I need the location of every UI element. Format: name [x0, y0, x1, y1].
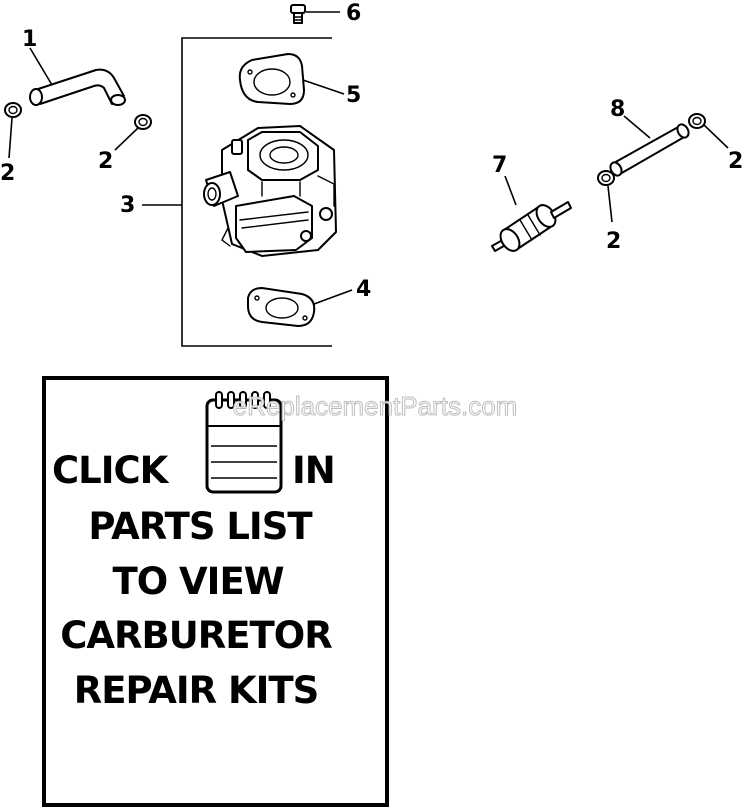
part-2-clamp-left[interactable] [4, 102, 22, 118]
part-8-straight-hose[interactable] [608, 122, 691, 177]
part-2-clamp-right-lower[interactable] [597, 170, 615, 186]
info-line1-right: IN [292, 449, 335, 492]
leader-2b [114, 127, 139, 151]
leader-2d [607, 185, 613, 223]
info-line3: TO VIEW [112, 560, 283, 603]
callout-4: 4 [356, 277, 371, 302]
info-line1-left: CLICK [52, 449, 170, 492]
leader-5 [302, 79, 345, 95]
leader-4 [313, 289, 353, 305]
leader-8 [623, 115, 651, 139]
callout-6: 6 [346, 1, 361, 26]
callout-8: 8 [610, 97, 625, 122]
callout-7: 7 [492, 153, 507, 178]
leader-2c [703, 124, 729, 149]
info-line2: PARTS LIST [88, 505, 313, 548]
callout-3: 3 [120, 193, 135, 218]
part-5-gasket-top[interactable] [238, 53, 305, 105]
part-7-fuel-filter[interactable] [491, 201, 572, 255]
watermark-text: eReplacementParts.com [233, 391, 518, 421]
leader-1 [29, 47, 53, 86]
part-1-bent-hose[interactable] [29, 68, 126, 106]
part-2-clamp-right-upper[interactable] [688, 113, 706, 129]
part-3-carburetor[interactable] [203, 125, 337, 257]
part-6-screw[interactable] [290, 4, 306, 24]
leader-2a [8, 117, 13, 159]
callout-2d: 2 [606, 229, 621, 254]
part-4-gasket-bottom[interactable] [247, 287, 316, 327]
notepad-icon [205, 391, 283, 494]
repair-kit-info-box[interactable]: CLICK IN PARTS LIST TO VIEW CARBURETOR R… [42, 376, 389, 807]
group-bracket [181, 37, 332, 347]
callout-2c: 2 [728, 149, 743, 174]
info-line4: CARBURETOR [60, 614, 332, 657]
callout-2b: 2 [98, 149, 113, 174]
part-2-clamp-mid[interactable] [134, 114, 152, 130]
callout-1: 1 [22, 27, 37, 52]
callout-2a: 2 [0, 161, 15, 186]
callout-5: 5 [346, 83, 361, 108]
info-line5: REPAIR KITS [74, 669, 319, 712]
leader-7 [504, 175, 517, 206]
